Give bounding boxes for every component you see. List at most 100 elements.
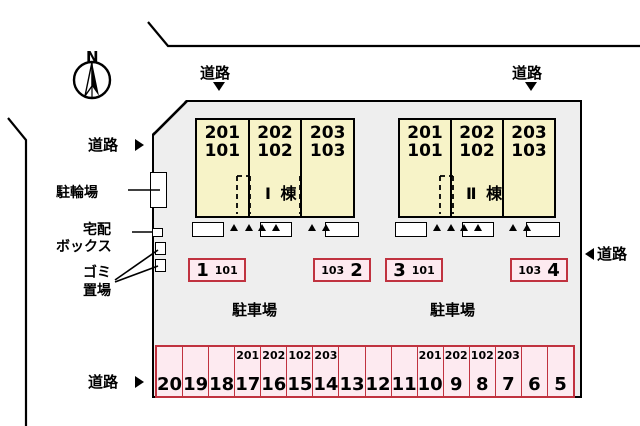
stall-number: 16	[261, 374, 287, 395]
unit-lower-label: 101	[204, 141, 241, 161]
entry-box	[192, 222, 224, 237]
building-2[interactable]: 201 101 202 102 203 103	[398, 118, 556, 218]
entrance-arrow-icon	[523, 224, 531, 231]
parking-stall-2[interactable]: 103 2	[313, 258, 371, 282]
unit-lower-label: 102	[459, 141, 495, 161]
bicycle-parking-label: 駐輪場	[56, 185, 98, 201]
building-2-entry-paths	[439, 175, 504, 214]
parking-stall-11[interactable]: 11	[392, 347, 418, 396]
parking-stall-13[interactable]: 13	[339, 347, 366, 396]
stall-room: 201	[418, 349, 442, 362]
stall-room: 103	[321, 263, 345, 277]
unit-upper-label: 203	[309, 123, 346, 143]
parking-label-right: 駐車場	[430, 301, 476, 319]
stall-room: 203	[314, 349, 338, 362]
garbage-area-box-1[interactable]	[155, 242, 166, 255]
stall-room: 202	[444, 349, 468, 362]
road-label-top-right: 道路	[512, 64, 543, 82]
entry-box	[325, 222, 359, 237]
stall-room: 101	[214, 263, 238, 277]
parking-stall-5[interactable]: 5	[548, 347, 573, 396]
stall-number: 7	[502, 374, 515, 395]
garbage-area-box-2[interactable]	[155, 259, 166, 272]
garbage-area-label-line1: ゴミ	[83, 265, 111, 281]
stall-number: 18	[209, 374, 235, 395]
entrance-arrow-icon	[460, 224, 468, 231]
parking-label-left: 駐車場	[232, 301, 278, 319]
unit-101-201-bldg1[interactable]: 201 101	[197, 120, 250, 216]
parking-stall-4[interactable]: 103 4	[510, 258, 568, 282]
entrance-arrow-icon	[308, 224, 316, 231]
stall-room: 103	[518, 263, 542, 277]
stall-number: 1	[196, 259, 209, 281]
entrance-arrow-icon	[447, 224, 455, 231]
garbage-area-label-line2: 置場	[83, 283, 111, 299]
stall-number: 20	[157, 374, 183, 395]
unit-upper-label: 202	[459, 123, 495, 143]
road-label-right: 道路	[597, 245, 628, 263]
parking-stall-19[interactable]: 19	[183, 347, 210, 396]
stall-number: 6	[528, 374, 541, 395]
parking-stall-8[interactable]: 102 8	[470, 347, 496, 396]
stall-number: 11	[391, 374, 417, 395]
parking-stall-18[interactable]: 18	[209, 347, 236, 396]
road-label-left-upper: 道路	[88, 136, 119, 154]
stall-room: 102	[288, 349, 312, 362]
road-arrow-left-icon	[585, 248, 594, 260]
delivery-box-label-line2: ボックス	[56, 239, 112, 255]
entrance-arrow-icon	[322, 224, 330, 231]
entrance-arrow-icon	[272, 224, 280, 231]
stall-number: 15	[287, 374, 313, 395]
unit-upper-label: 201	[407, 123, 443, 143]
stall-room: 201	[236, 349, 260, 362]
unit-102-202-bldg1[interactable]: 202 102	[250, 120, 303, 216]
unit-upper-label: 203	[511, 123, 547, 143]
road-arrow-down-icon	[213, 82, 225, 91]
stall-room: 101	[411, 263, 435, 277]
building-1-label: Ⅰ 棟	[265, 184, 299, 203]
facility-leader-lines	[114, 189, 160, 283]
unit-101-201-bldg2[interactable]: 201 101	[400, 120, 452, 216]
parking-stall-20[interactable]: 20	[157, 347, 184, 396]
unit-lower-label: 103	[309, 141, 346, 161]
unit-lower-label: 102	[257, 141, 293, 161]
building-2-label: Ⅱ 棟	[466, 184, 505, 203]
parking-stall-12[interactable]: 12	[366, 347, 392, 396]
entry-box	[526, 222, 560, 237]
unit-lower-label: 101	[407, 141, 443, 161]
entrance-arrow-icon	[258, 224, 266, 231]
unit-102-202-bldg2[interactable]: 202 102	[452, 120, 504, 216]
building-1[interactable]: 201 101 202 102 203 103	[195, 118, 355, 218]
entrance-arrow-icon	[230, 224, 238, 231]
compass-rose: N	[66, 48, 122, 108]
site-corner-bevel	[152, 100, 189, 137]
compass-north-label: N	[86, 48, 99, 66]
delivery-box-label-line1: 宅配	[83, 222, 111, 238]
unit-103-203-bldg1[interactable]: 203 103	[302, 120, 353, 216]
stall-number: 13	[339, 374, 365, 395]
entry-box	[395, 222, 427, 237]
stall-room: 102	[470, 349, 494, 362]
stall-number: 12	[365, 374, 391, 395]
stall-room: 203	[496, 349, 520, 362]
parking-stall-3[interactable]: 3 101	[385, 258, 443, 282]
parking-stall-15[interactable]: 102 15	[287, 347, 314, 396]
entrance-arrow-icon	[474, 224, 482, 231]
road-arrow-right-icon	[135, 139, 144, 151]
parking-stall-6[interactable]: 6	[522, 347, 548, 396]
unit-upper-label: 202	[257, 123, 293, 143]
unit-103-203-bldg2[interactable]: 203 103	[504, 120, 554, 216]
stall-number: 8	[476, 374, 489, 395]
parking-stall-1[interactable]: 1 101	[188, 258, 246, 282]
stall-number: 4	[547, 259, 560, 281]
road-arrow-down-icon	[525, 82, 537, 91]
